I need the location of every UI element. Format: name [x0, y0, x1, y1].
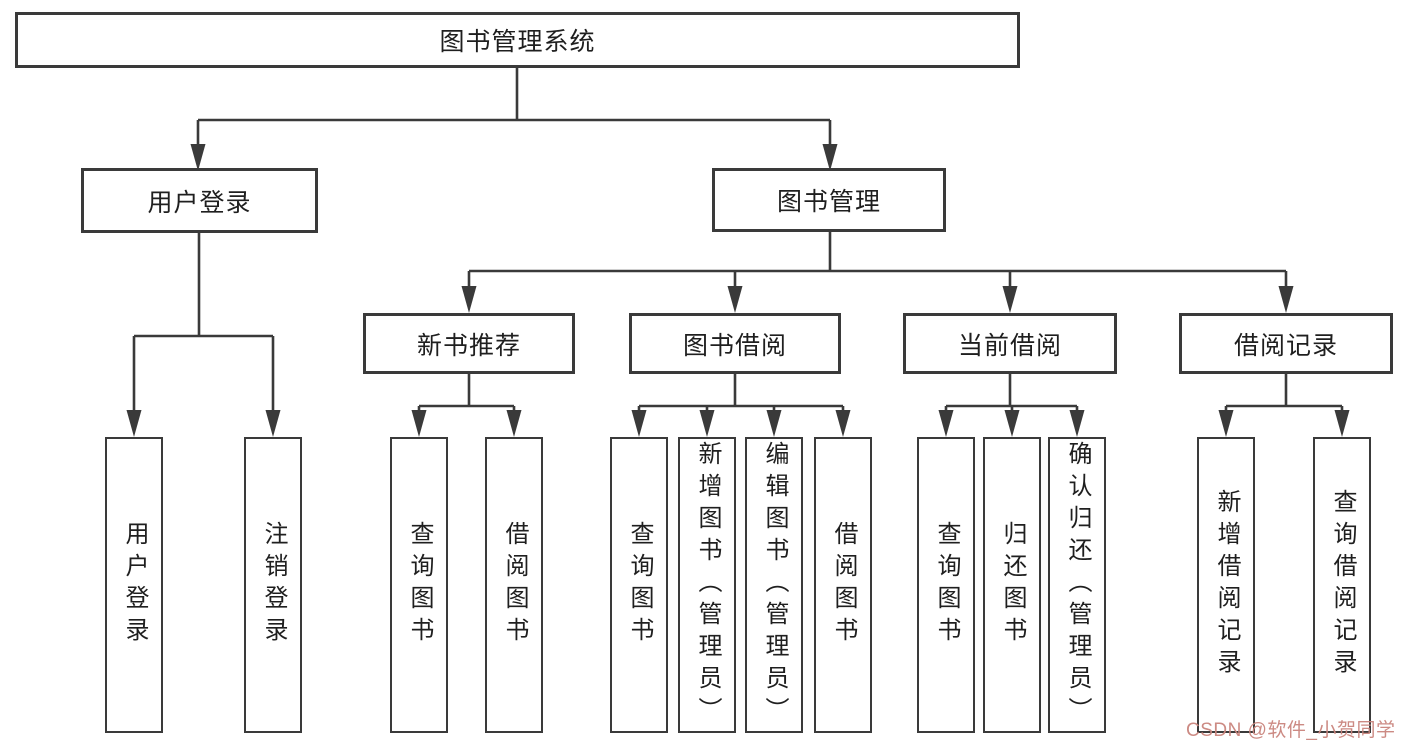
- csdn-watermark: CSDN @软件_小贺同学: [1186, 720, 1396, 741]
- node-leaf-nb-borrow: 借阅图书: [485, 437, 543, 733]
- node-borrow-record-label: 借阅记录: [1233, 331, 1338, 360]
- node-leaf-bb-add-label: 新增图书（管理员）: [694, 441, 721, 729]
- node-root-label: 图书管理系统: [439, 28, 596, 56]
- node-leaf-nb-query: 查询图书: [390, 437, 448, 733]
- node-user-login-label: 用户登录: [147, 188, 252, 217]
- node-new-book-rec: 新书推荐: [363, 313, 575, 374]
- connector-mgmt-to-level3: [461, 231, 1294, 313]
- node-leaf-br-query: 查询借阅记录: [1313, 437, 1371, 733]
- node-book-mgmt-label: 图书管理: [776, 188, 881, 216]
- connector-login-to-leaves: [126, 233, 281, 437]
- node-leaf-logout: 注销登录: [244, 437, 302, 733]
- node-leaf-cb-confirm: 确认归还（管理员）: [1048, 437, 1106, 733]
- connector-root-to-level2: [190, 68, 838, 171]
- node-leaf-bb-add: 新增图书（管理员）: [678, 437, 736, 733]
- node-user-login: 用户登录: [81, 168, 318, 233]
- node-book-borrow: 图书借阅: [629, 313, 841, 374]
- node-leaf-br-add: 新增借阅记录: [1197, 437, 1255, 733]
- node-book-borrow-label: 图书借阅: [682, 331, 787, 360]
- node-leaf-bb-borrow-label: 借阅图书: [830, 521, 857, 649]
- node-leaf-bb-query: 查询图书: [610, 437, 668, 733]
- node-leaf-br-query-label: 查询借阅记录: [1329, 489, 1356, 681]
- connector-bookborrow-to-leaves: [631, 374, 851, 437]
- node-leaf-cb-return: 归还图书: [983, 437, 1041, 733]
- connector-borrowrecord-to-leaves: [1218, 374, 1350, 437]
- node-leaf-bb-edit: 编辑图书（管理员）: [745, 437, 803, 733]
- node-leaf-cb-query: 查询图书: [917, 437, 975, 733]
- node-borrow-record: 借阅记录: [1179, 313, 1393, 374]
- node-leaf-cb-confirm-label: 确认归还（管理员）: [1064, 441, 1091, 729]
- node-leaf-nb-borrow-label: 借阅图书: [501, 521, 528, 649]
- node-new-book-rec-label: 新书推荐: [416, 331, 521, 360]
- node-current-borrow: 当前借阅: [903, 313, 1117, 374]
- node-leaf-bb-edit-label: 编辑图书（管理员）: [761, 441, 788, 729]
- node-leaf-cb-return-label: 归还图书: [999, 521, 1026, 649]
- node-leaf-user-login: 用户登录: [105, 437, 163, 733]
- node-leaf-nb-query-label: 查询图书: [406, 521, 433, 649]
- node-leaf-br-add-label: 新增借阅记录: [1213, 489, 1240, 681]
- connector-currentborrow-to-leaves: [938, 374, 1085, 437]
- node-current-borrow-label: 当前借阅: [957, 331, 1062, 360]
- node-leaf-user-login-label: 用户登录: [121, 521, 148, 649]
- node-leaf-bb-query-label: 查询图书: [626, 521, 653, 649]
- node-root: 图书管理系统: [15, 12, 1020, 68]
- connector-newbookrec-to-leaves: [411, 374, 522, 437]
- node-leaf-bb-borrow: 借阅图书: [814, 437, 872, 733]
- node-leaf-logout-label: 注销登录: [260, 521, 287, 649]
- node-leaf-cb-query-label: 查询图书: [933, 521, 960, 649]
- node-book-mgmt: 图书管理: [712, 168, 946, 232]
